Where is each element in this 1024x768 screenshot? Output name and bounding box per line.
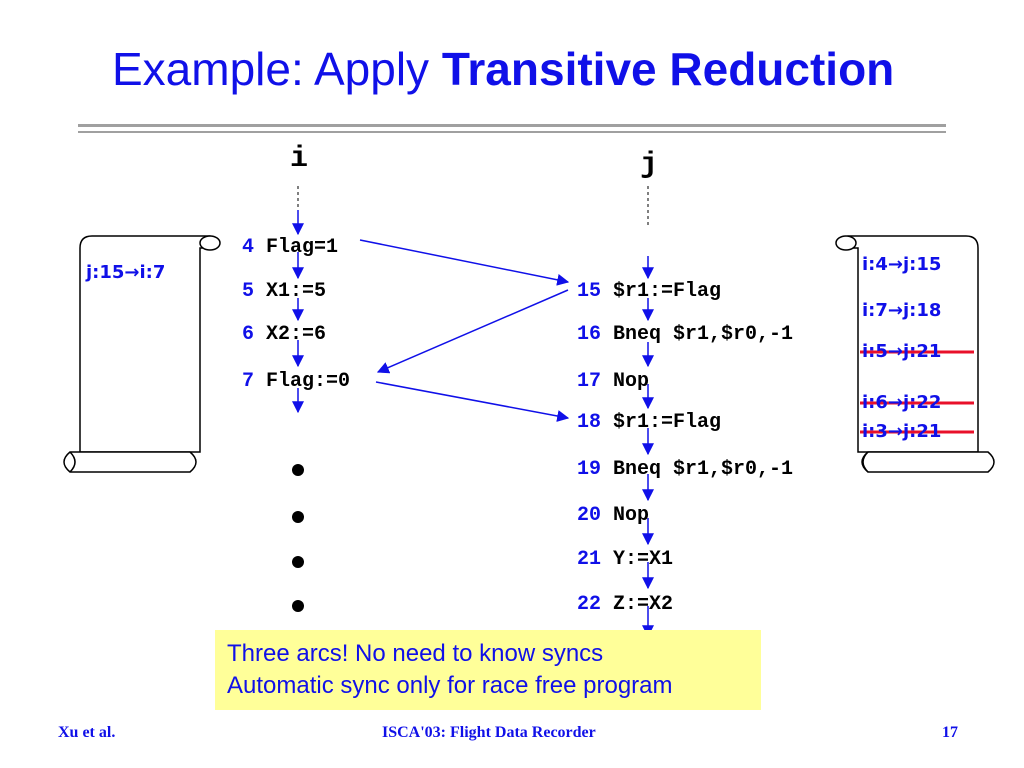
code-line-i7: 7 Flag:=0 [242,370,351,393]
note-line: Three arcs! No need to know syncs [227,640,604,667]
strike-lines [860,350,974,434]
code-line-j17: 17 Nop [577,370,650,393]
code-line-j16: 16 Bneq $r1,$r0,-1 [577,323,794,346]
thread-i-header: i [290,142,309,176]
code-line-i5: 5 X1:=5 [242,280,327,303]
arc-i4-j15 [359,239,570,286]
ellipsis-dot [292,556,304,568]
right-scroll-entry: i:7→j:18 [862,300,942,321]
footer-venue: ISCA'03: Flight Data Recorder [382,724,596,741]
right-scroll [835,235,995,473]
right-scroll-entry-struck: i:5→j:21 [862,341,942,362]
arc-j15-i7 [376,289,569,374]
footer-author: Xu et al. [58,724,116,741]
title-rule-top [78,124,946,127]
code-line-j22: 22 Z:=X2 [577,593,674,616]
code-line-j18: 18 $r1:=Flag [577,411,722,434]
right-scroll-entry-struck: i:6→j:22 [862,392,942,413]
code-line-i4: 4 Flag=1 [242,236,339,259]
thread-j-header: j [640,148,659,182]
left-scroll [63,235,221,473]
code-line-j15: 15 $r1:=Flag [577,280,722,303]
ellipsis-dot [292,511,304,523]
arc-i7-j18 [375,381,570,422]
ellipsis-dot [292,600,304,612]
title-bold: Transitive Reduction [441,43,895,95]
title-plain: Example: Apply [112,43,442,95]
code-line-j19: 19 Bneq $r1,$r0,-1 [577,458,794,481]
right-scroll-entry: i:4→j:15 [862,254,942,275]
left-scroll-entry: j:15→i:7 [86,262,166,283]
code-line-j20: 20 Nop [577,504,650,527]
title-rule-bottom [78,131,946,133]
ellipsis-dot [292,464,304,476]
right-scroll-entry-struck: i:3→j:21 [862,421,942,442]
dependency-arcs [359,239,570,422]
page-number: 17 [942,724,958,741]
note-box: Three arcs! No need to know syncs Automa… [215,630,761,710]
slide-title: Example: Apply Transitive Reduction [112,42,894,96]
code-line-j21: 21 Y:=X1 [577,548,674,571]
note-line: Automatic sync only for race free progra… [227,672,673,699]
code-line-i6: 6 X2:=6 [242,323,327,346]
